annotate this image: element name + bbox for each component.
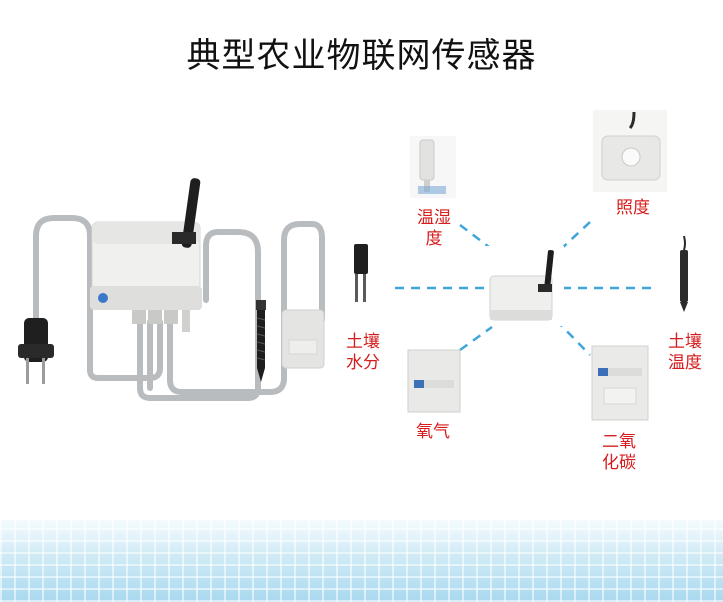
soil-temperature-label-line2: 温度 <box>668 353 702 373</box>
soil-temperature-label-line1: 土壤 <box>668 332 702 352</box>
oxygen-label-line1: 氧气 <box>416 422 450 442</box>
co2-label: 二氧 化碳 <box>596 432 642 474</box>
illuminance-label: 照度 <box>610 198 656 219</box>
soil-temperature-label: 土壤 温度 <box>662 332 708 374</box>
soil-moisture-sensor-icon <box>347 240 379 306</box>
link-temp-humidity <box>459 224 494 251</box>
link-oxygen <box>459 325 493 352</box>
temp-humidity-label-line1: 温湿 <box>417 208 451 228</box>
soil-temperature-sensor-icon <box>668 232 704 318</box>
soil-moisture-label-line2: 水分 <box>346 353 380 373</box>
temp-humidity-label-line2: 度 <box>425 229 443 249</box>
link-illuminance <box>559 221 591 251</box>
illuminance-sensor-icon <box>593 110 667 192</box>
temp-humidity-sensor-icon <box>410 136 456 198</box>
co2-label-line2: 化碳 <box>602 453 636 473</box>
footer-grid-band <box>0 520 723 602</box>
temp-humidity-label: 温湿 度 <box>412 208 456 250</box>
co2-label-line1: 二氧 <box>602 432 636 452</box>
illuminance-label-line1: 照度 <box>616 198 650 218</box>
gateway-device-icon <box>484 246 564 326</box>
soil-moisture-label-line1: 土壤 <box>346 332 380 352</box>
oxygen-sensor-icon <box>407 349 461 413</box>
soil-moisture-label: 土壤 水分 <box>340 332 386 374</box>
co2-sensor-icon <box>591 345 649 421</box>
oxygen-label: 氧气 <box>410 422 456 443</box>
page-title: 典型农业物联网传感器 <box>186 36 537 76</box>
